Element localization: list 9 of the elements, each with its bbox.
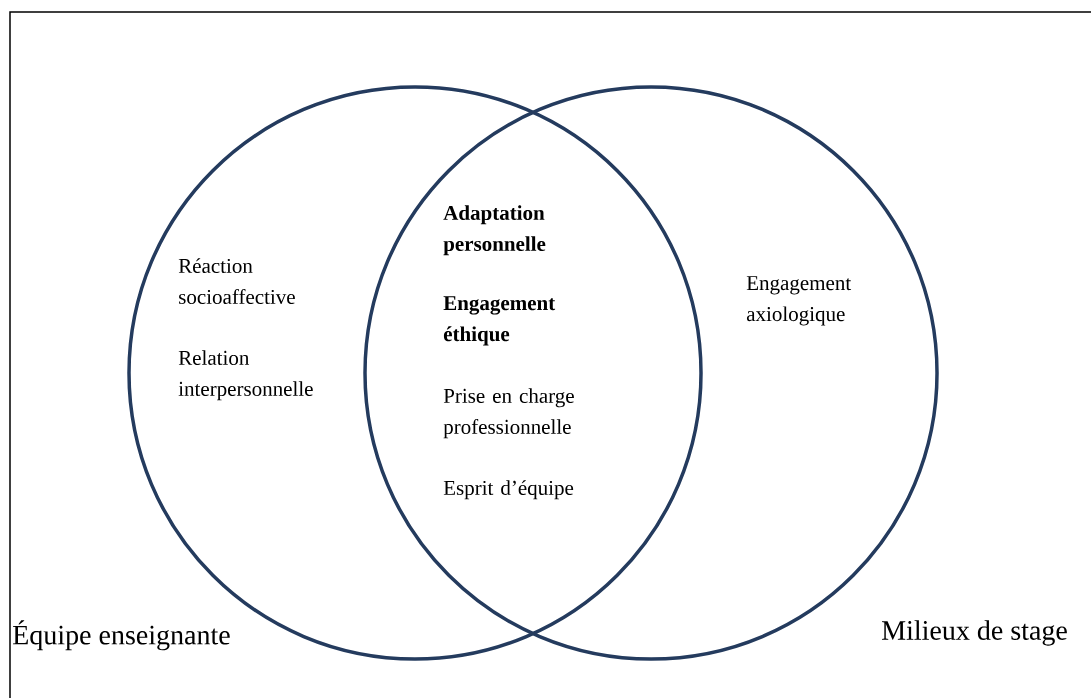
- overlap-text: Engagement éthique: [443, 296, 556, 346]
- overlap-text: Esprit d’équipe: [443, 480, 574, 500]
- circle-title: Milieux de stage: [882, 620, 1067, 646]
- circle-title: Équipe enseignante: [13, 620, 230, 651]
- circle-text: Réaction socioaffective: [178, 258, 295, 304]
- overlap-text: Adaptation personnelle: [443, 205, 546, 256]
- circle-text: Relation interpersonnelle: [178, 350, 313, 401]
- circle-text: Engagement axiologique: [746, 276, 852, 326]
- overlap-text: Prise en charge professionnelle: [443, 388, 574, 439]
